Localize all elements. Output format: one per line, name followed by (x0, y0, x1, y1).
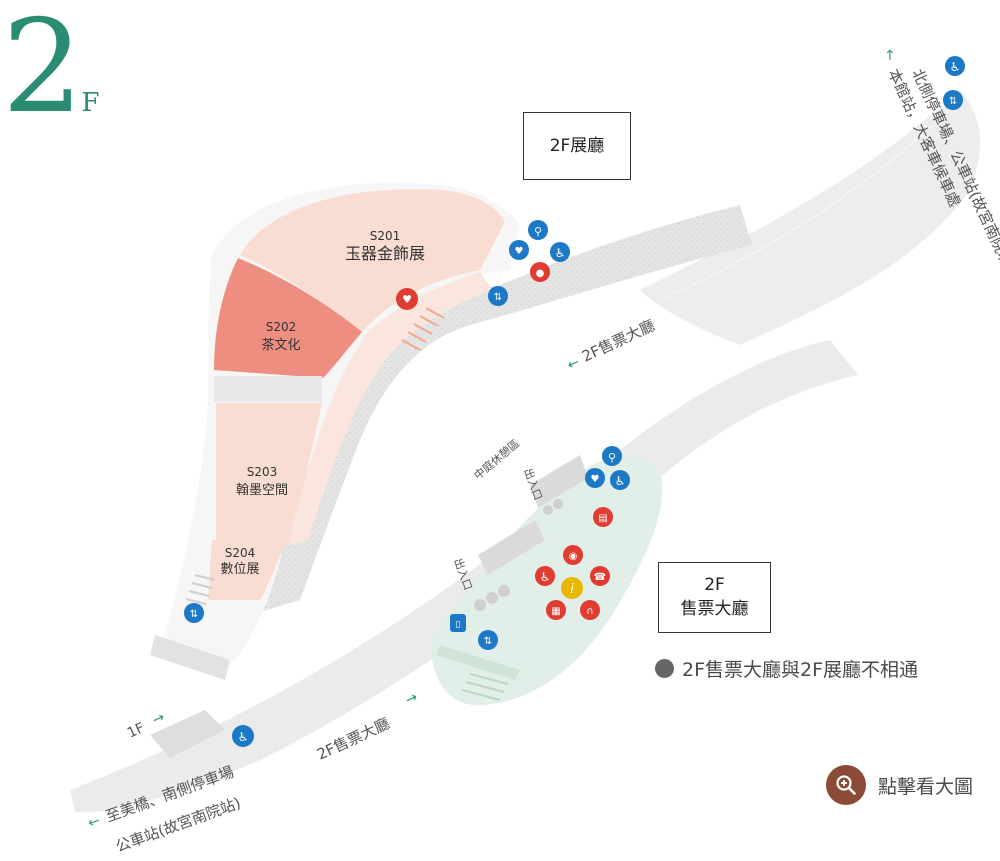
stroller-icon[interactable]: ◉ (563, 545, 583, 565)
north-walkway (640, 90, 981, 345)
floor-suffix: F (81, 88, 100, 118)
svg-text:♿: ♿ (238, 730, 249, 744)
room-s204-code: S204 (225, 546, 256, 560)
room-s203-code: S203 (247, 465, 278, 479)
aed-icon[interactable]: ♥ (396, 288, 418, 310)
room-s203[interactable] (216, 403, 322, 545)
entrance-bollards (474, 499, 563, 611)
zoom-in-icon (826, 765, 866, 805)
svg-text:⚲: ⚲ (608, 451, 616, 464)
corridor-label-ticket-upper: 2F售票大廳 (579, 316, 657, 365)
arrow-1f: → (150, 709, 168, 729)
svg-text:▯: ▯ (456, 620, 461, 630)
floor-number: 2 (2, 0, 83, 142)
ticket-hall-floor-text: 2F (704, 575, 725, 595)
svg-text:♥: ♥ (591, 474, 600, 485)
ticket-hall-stair (461, 673, 509, 701)
wheelchair-icon[interactable]: ♿ (610, 470, 630, 490)
svg-text:⇅: ⇅ (949, 96, 957, 107)
exhibition-lower-ledge (150, 635, 230, 680)
elevator-icon[interactable]: ⇅ (184, 603, 204, 623)
wheelchair-icon[interactable]: ♿ (945, 56, 965, 76)
svg-text:∩: ∩ (586, 606, 593, 617)
svg-text:⇅: ⇅ (494, 292, 502, 303)
arrow-south: ← (86, 813, 102, 832)
phone-booth-icon[interactable]: ▯ (450, 614, 466, 632)
nursing-room-icon[interactable]: ● (530, 262, 550, 282)
exhibition-inner-corridor (288, 272, 492, 546)
svg-text:♿: ♿ (540, 570, 551, 584)
restroom-icon[interactable]: ⚲ (602, 446, 622, 466)
ticket-icon[interactable]: ▤ (593, 507, 613, 527)
wheelchair-icon[interactable]: ♿ (535, 566, 555, 586)
divider-band (214, 376, 322, 402)
exhibition-hall-text: 2F展廳 (549, 136, 605, 156)
legend-not-connected: 2F售票大廳與2F展廳不相通 (655, 655, 918, 682)
room-s202-code: S202 (266, 320, 297, 334)
corridor-label-rest-area: 中庭休憩區 (471, 436, 522, 482)
ticket-hall-name-text: 售票大廳 (680, 599, 749, 619)
information-icon[interactable]: i (561, 577, 583, 599)
baby-care-icon[interactable]: ♥ (585, 468, 605, 488)
room-s203-name: 翰墨空間 (236, 483, 288, 498)
svg-text:◉: ◉ (569, 551, 578, 562)
locker-icon[interactable]: ▦ (546, 600, 566, 620)
audio-guide-icon[interactable]: ∩ (580, 600, 600, 620)
svg-text:▤: ▤ (598, 513, 607, 524)
corridor-label-1f: 1F (125, 720, 147, 742)
ticket-hall-stripes (436, 645, 520, 680)
svg-text:♿: ♿ (555, 246, 566, 260)
staircase-upper (401, 307, 445, 351)
ticket-hall-label: 2F 售票大廳 (658, 562, 771, 633)
svg-text:⇅: ⇅ (484, 636, 492, 647)
floor-title: 2F (2, 4, 99, 132)
staircase-lower (185, 574, 216, 605)
svg-text:⚲: ⚲ (534, 225, 542, 238)
room-s204[interactable] (208, 540, 284, 600)
ramp-1f (150, 710, 225, 758)
arrow-north: ↑ (884, 48, 896, 64)
svg-text:●: ● (536, 268, 545, 279)
elevator-icon[interactable]: ⇅ (488, 286, 508, 306)
zoom-button[interactable]: 點擊看大圖 (826, 765, 973, 805)
room-s202[interactable] (214, 258, 362, 378)
svg-text:♥: ♥ (402, 293, 412, 306)
baby-care-icon[interactable]: ♥ (509, 240, 529, 260)
room-s201[interactable] (240, 189, 505, 332)
arrow-ticket-upper: ← (565, 354, 582, 373)
elevator-icon[interactable]: ⇅ (478, 630, 498, 650)
entrance-structure-right (530, 455, 588, 508)
svg-text:▦: ▦ (551, 606, 560, 617)
wheelchair-icon[interactable]: ♿ (550, 242, 570, 262)
svg-text:☎: ☎ (594, 572, 606, 583)
room-s204-name: 數位展 (220, 562, 259, 577)
main-walkway (70, 340, 858, 813)
room-s201-code: S201 (370, 229, 401, 243)
room-s201-name: 玉器金飾展 (345, 244, 425, 263)
svg-text:⇅: ⇅ (190, 609, 198, 620)
arrow-ticket-lower: → (403, 689, 421, 709)
svg-text:♿: ♿ (950, 60, 961, 74)
room-s202-name: 茶文化 (261, 337, 300, 353)
elevator-icon[interactable]: ⇅ (943, 90, 963, 110)
svg-text:♥: ♥ (515, 246, 524, 257)
phone-icon[interactable]: ☎ (590, 566, 610, 586)
wheelchair-icon[interactable]: ♿ (232, 725, 254, 747)
restroom-icon[interactable]: ⚲ (528, 220, 548, 240)
zoom-label: 點擊看大圖 (878, 775, 974, 798)
svg-text:i: i (570, 582, 574, 597)
svg-text:♿: ♿ (615, 474, 626, 488)
entrance-structure-left (478, 520, 545, 575)
legend-dot-icon (655, 659, 674, 678)
legend-text: 2F售票大廳與2F展廳不相通 (682, 659, 919, 681)
exhibition-hall-label: 2F展廳 (523, 112, 631, 180)
